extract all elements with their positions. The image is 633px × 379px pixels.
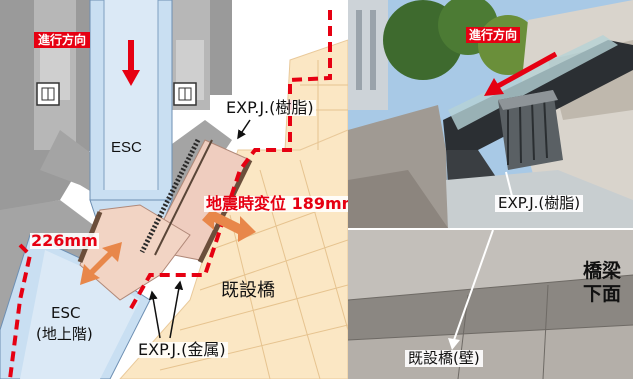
photo-escalator-entrance — [348, 0, 633, 228]
seismic-label: 地震時変位 189mm — [204, 194, 361, 213]
gap-label: 226mm — [30, 231, 99, 250]
photo-expj-label: EXP.J.(樹脂) — [495, 195, 584, 212]
expj-resin-label: EXP.J.(樹脂) — [224, 98, 316, 117]
direction-label: 進行方向 — [34, 32, 91, 48]
esc-lower-label-1: ESC — [51, 304, 81, 322]
column-symbol-left — [36, 82, 60, 106]
displacement-arrows — [80, 204, 256, 285]
direction-arrow — [122, 40, 140, 86]
expj-metal-label: EXP.J.(金属) — [136, 340, 228, 359]
photo-direction-label: 進行方向 — [466, 27, 521, 43]
plan-drawing — [0, 0, 348, 379]
escalator-upper — [89, 0, 173, 231]
existing-bridge-area — [119, 39, 348, 379]
existing-bridge-label: 既設橋 — [221, 280, 275, 301]
seismic-boundary — [8, 10, 332, 379]
esc-upper-label: ESC — [111, 139, 142, 156]
wall-label: 既設橋(壁) — [405, 350, 483, 367]
photo-bridge-underside — [348, 230, 633, 379]
girder-label-2: 下面 — [583, 283, 622, 305]
column-symbol-right — [173, 82, 197, 106]
girder-label-1: 橋梁 — [583, 260, 622, 282]
esc-lower-label-2: (地上階) — [36, 325, 93, 343]
expj-leaders — [148, 119, 251, 339]
